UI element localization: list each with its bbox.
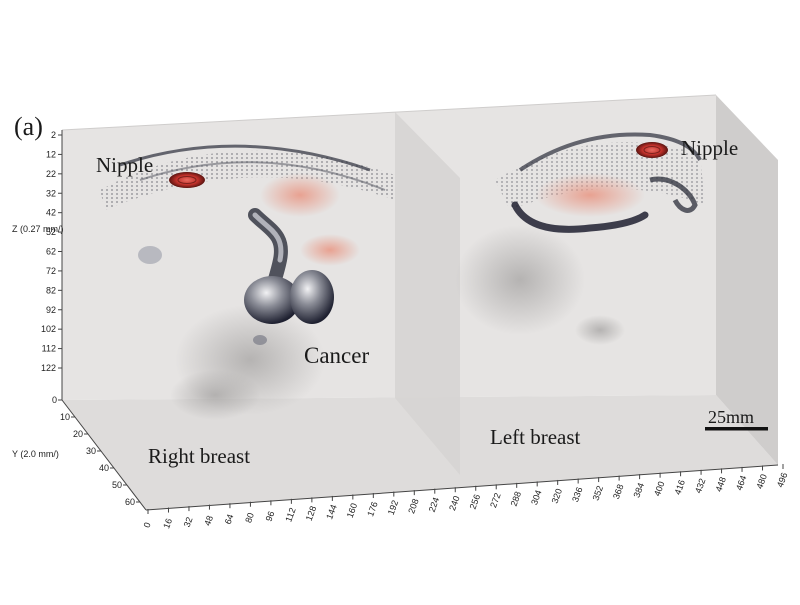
- x-tick-label: 352: [591, 484, 606, 502]
- x-tick-label: 416: [672, 478, 687, 496]
- nipple-label-right: Nipple: [96, 153, 153, 177]
- tissue-shadow: [455, 225, 585, 335]
- scale-bar-label: 25mm: [708, 407, 754, 427]
- z-tick-label: 102: [41, 324, 56, 334]
- z-tick-label: 32: [46, 188, 56, 198]
- x-tick-label: 400: [652, 480, 667, 498]
- x-tick-label: 48: [202, 514, 215, 527]
- cancer-label: Cancer: [304, 343, 369, 368]
- z-tick-label: 92: [46, 305, 56, 315]
- right-face: [716, 95, 778, 465]
- x-tick-label: 272: [488, 492, 503, 510]
- nipple-ring: [177, 176, 197, 184]
- skin-edge: [139, 161, 386, 191]
- duct-ring: [511, 201, 649, 233]
- x-tick-label: 208: [406, 497, 421, 515]
- x-tick-label: 144: [324, 503, 339, 521]
- x-axis-line: [145, 464, 779, 511]
- x-tick-label: 128: [304, 505, 319, 523]
- x-tick-label: 0: [142, 521, 153, 529]
- y-tick-label: 60: [125, 497, 135, 507]
- glandular-tissue: [535, 173, 645, 217]
- x-tick-label: 336: [570, 486, 585, 504]
- x-tick-label: 16: [161, 517, 174, 530]
- tissue-shadow: [575, 315, 625, 345]
- x-tick-label: 288: [509, 490, 524, 508]
- cancer-mass: [290, 270, 334, 324]
- x-tick-label: 480: [754, 473, 769, 491]
- glandular-tissue: [260, 173, 340, 217]
- x-tick-label: 432: [693, 477, 708, 495]
- x-tick-label: 448: [713, 476, 728, 494]
- x-tick-label: 112: [283, 506, 297, 523]
- nipple-marker-left: [636, 142, 668, 158]
- x-tick-label: 464: [734, 474, 749, 492]
- glandular-tissue: [300, 234, 360, 266]
- left-breast-label: Left breast: [490, 425, 581, 449]
- nipple-ring: [643, 146, 661, 154]
- x-tick-label: 96: [264, 510, 277, 523]
- skin-surface-dots: [100, 150, 395, 210]
- x-tick-label: 256: [468, 493, 483, 511]
- y-axis-title: Y (2.0 mm/): [12, 449, 59, 459]
- x-tick-label: 160: [345, 502, 360, 520]
- skin-edge: [119, 144, 371, 172]
- z-tick-label: 2: [51, 130, 56, 140]
- scale-bar: [705, 427, 768, 431]
- z-axis-ticks: 2 12 22 32 42 52 62 72 82 92 102 112 122: [41, 130, 62, 373]
- x-tick-label: 496: [775, 471, 790, 489]
- z-tick-label: 72: [46, 266, 56, 276]
- divider-plane: [395, 112, 460, 475]
- panel-label: (a): [14, 112, 43, 141]
- duct-highlight: [252, 212, 284, 263]
- nipple-marker-right: [169, 172, 205, 188]
- nipple-label-left: Nipple: [681, 136, 738, 160]
- x-tick-label: 192: [386, 499, 401, 517]
- x-tick-label: 240: [447, 494, 462, 512]
- z-tick-label: 122: [41, 363, 56, 373]
- back-wall: [62, 95, 716, 400]
- y-tick-label: 0: [52, 395, 57, 405]
- y-tick-label: 30: [86, 446, 96, 456]
- y-tick-label: 10: [60, 412, 70, 422]
- left-breast-structures: [455, 132, 705, 345]
- x-tick-label: 80: [243, 511, 256, 524]
- small-vessel: [138, 246, 162, 264]
- z-tick-label: 52: [46, 227, 56, 237]
- top-edge: [61, 94, 717, 131]
- skin-edge: [518, 132, 702, 172]
- x-axis-ticks: 0 16 32 48 64 80 96 112 128 144 160 176 192 208 224 240…: [142, 464, 790, 530]
- z-tick-label: 42: [46, 208, 56, 218]
- z-axis-title: Z (0.27 mm/): [12, 224, 64, 234]
- x-tick-label: 224: [427, 496, 442, 514]
- y-tick-label: 50: [112, 480, 122, 490]
- duct-vessel: [649, 176, 698, 213]
- z-tick-label: 62: [46, 247, 56, 257]
- z-tick-label: 22: [46, 169, 56, 179]
- axes: 2 12 22 32 42 52 62 72 82 92 102 112 122 Z (0.27 mm/…: [12, 130, 789, 530]
- x-tick-label: 304: [529, 489, 544, 507]
- right-breast-label: Right breast: [148, 444, 250, 468]
- z-tick-label: 82: [46, 285, 56, 295]
- x-tick-label: 64: [223, 513, 236, 526]
- right-breast-structures: [100, 144, 395, 420]
- y-tick-label: 20: [73, 429, 83, 439]
- y-tick-label: 40: [99, 463, 109, 473]
- z-tick-label: 112: [42, 344, 56, 354]
- x-tick-label: 176: [365, 500, 380, 518]
- z-tick-label: 12: [46, 149, 56, 159]
- x-tick-label: 32: [182, 516, 195, 529]
- x-tick-label: 320: [550, 487, 565, 505]
- y-axis-line: [61, 399, 147, 511]
- x-tick-label: 384: [632, 481, 647, 499]
- floor: [62, 395, 778, 510]
- cancer-mass: [244, 276, 300, 324]
- tissue-shadow: [170, 370, 260, 420]
- x-tick-label: 368: [611, 483, 626, 501]
- small-vessel: [253, 335, 267, 345]
